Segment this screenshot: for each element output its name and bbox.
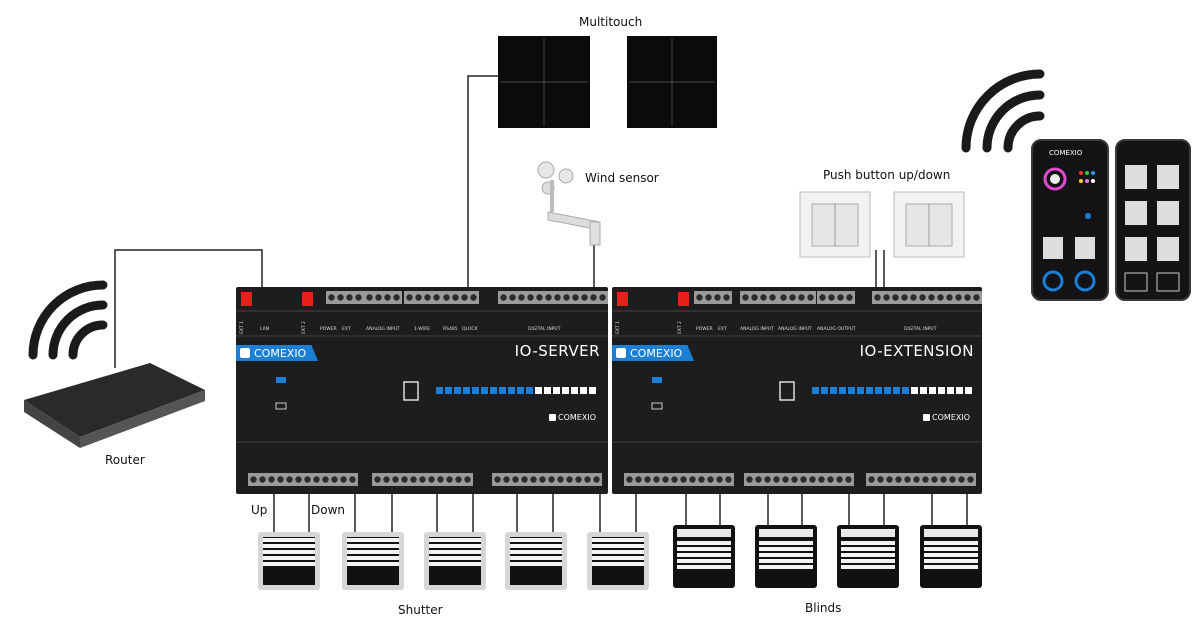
io-extension-analog-input-1-label: ANALOG INPUT: [740, 327, 774, 332]
io-server-1wire-label: 1-WIRE: [414, 327, 431, 332]
io-server-brand-bar: COMEXIO: [236, 345, 318, 361]
down-label: Down: [311, 503, 346, 517]
power-icon: [549, 414, 557, 421]
io-extension-digital-input-label: DIGITAL INPUT: [904, 327, 937, 332]
smartphone-icon: COMEXIO: [1031, 139, 1109, 301]
io-server-ext2-label: EXT 2: [302, 321, 307, 334]
io-extension-ext2-label: EXT 2: [678, 321, 683, 334]
phone-2-screen: [1124, 165, 1180, 292]
io-extension-ext-label: EXT: [718, 327, 727, 332]
power-icon: [923, 414, 931, 421]
multitouch-panel-icon: [498, 36, 717, 128]
io-server-small-brand: COMEXIO: [549, 413, 596, 422]
router-label: Router: [105, 453, 145, 467]
io-server-title: IO-SERVER: [514, 342, 600, 360]
io-extension-title: IO-EXTENSION: [859, 342, 974, 360]
io-extension-analog-input-2-label: ANALOG INPUT: [778, 327, 812, 332]
power-icon: [240, 348, 250, 358]
io-extension-terminals: [612, 291, 982, 486]
io-server-lan-label: LAN: [260, 327, 270, 332]
smartphone-icon: [1115, 139, 1191, 301]
blinds-icon: [673, 525, 982, 588]
shutter-label: Shutter: [398, 603, 443, 617]
io-server-small-brand-text: COMEXIO: [558, 413, 596, 422]
wifi-icon: [28, 69, 1045, 360]
io-server-terminals: [236, 291, 608, 486]
shutter-icon: [258, 532, 649, 590]
io-server-module: EXT 1 EXT 2 LAN POWER EXT ANALOG INPUT 1…: [236, 287, 608, 494]
io-server-ext-label: EXT: [342, 327, 351, 332]
io-extension-small-brand: COMEXIO: [923, 413, 970, 422]
phone-1-brand: COMEXIO: [1049, 149, 1083, 157]
io-server-power-label: POWER: [320, 327, 337, 332]
push-button-label: Push button up/down: [823, 168, 951, 182]
io-server-qlock-label: QLOCK: [462, 327, 478, 332]
wind-sensor-icon: [537, 161, 601, 246]
io-extension-brand: COMEXIO: [630, 346, 683, 360]
wire-router-ioserver: [114, 249, 263, 368]
io-extension-power-label: POWER: [696, 327, 713, 332]
io-extension-brand-bar: COMEXIO: [612, 345, 694, 361]
up-label: Up: [251, 503, 268, 517]
router-icon: [24, 363, 205, 448]
io-server-digital-input-label: DIGITAL INPUT: [528, 327, 561, 332]
wind-sensor-label: Wind sensor: [585, 171, 659, 185]
io-extension-module: EXT 1 EXT 2 POWER EXT ANALOG INPUT ANALO…: [612, 287, 982, 494]
wire-multitouch: [467, 75, 500, 288]
power-icon: [616, 348, 626, 358]
phone-1-screen: [1042, 167, 1096, 292]
push-button-icon: [799, 191, 965, 258]
io-server-analog-input-label: ANALOG INPUT: [366, 327, 400, 332]
io-extension-analog-output-label: ANALOG OUTPUT: [817, 327, 856, 332]
io-server-brand: COMEXIO: [254, 346, 307, 360]
io-server-ext1-label: EXT 1: [240, 321, 245, 334]
io-extension-small-brand-text: COMEXIO: [932, 413, 970, 422]
multitouch-label: Multitouch: [579, 15, 643, 29]
blinds-label: Blinds: [805, 601, 842, 615]
io-extension-ext1-label: EXT 1: [616, 321, 621, 334]
io-server-rs485-label: RS485: [443, 327, 458, 332]
